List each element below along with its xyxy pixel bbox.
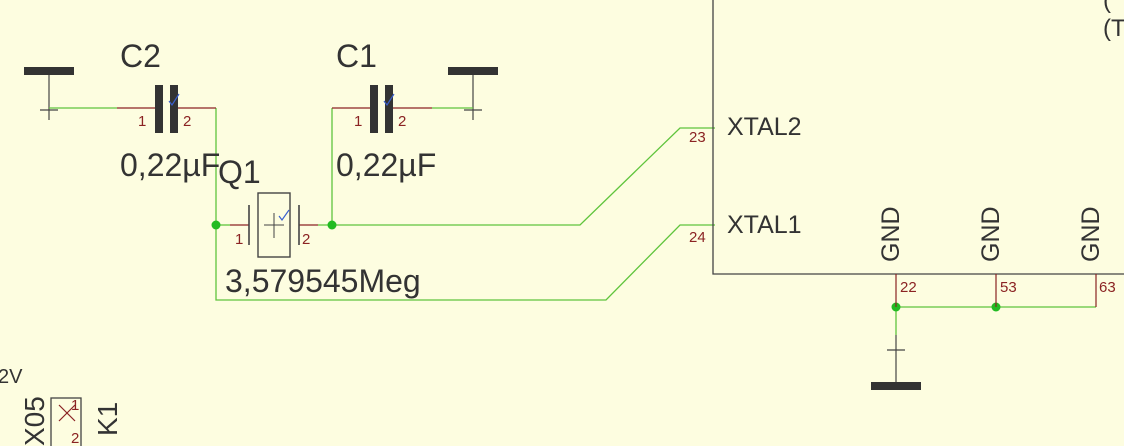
q1-value: 3,579545Meg: [225, 263, 421, 299]
k1-pin2: 2: [71, 430, 79, 446]
ic-partial-label-1: (: [1103, 0, 1111, 14]
c1-name: C1: [336, 38, 377, 74]
junction-dot: [327, 220, 337, 230]
pin-num-63: 63: [1099, 279, 1116, 296]
pin-label-gnd-63: GND: [1077, 206, 1105, 262]
connector-k1[interactable]: 2V X05 1 2 K1: [0, 366, 123, 446]
wires: [49, 107, 1096, 335]
q1-name: Q1: [218, 154, 261, 190]
junction-dot: [211, 220, 221, 230]
ic-partial-label-2: (T: [1103, 15, 1124, 42]
c2-name: C2: [120, 38, 161, 74]
pin-num-53: 53: [1000, 279, 1017, 296]
pin-num-24: 24: [689, 229, 706, 246]
pin-label-gnd-22: GND: [877, 206, 905, 262]
crystal-q1[interactable]: Q1 1 2 3,579545Meg: [218, 154, 421, 299]
c1-pin1: 1: [354, 113, 362, 130]
k1-pin1: 1: [71, 397, 79, 414]
ground-symbol-right: [448, 67, 498, 120]
pin-label-xtal2: XTAL2: [727, 113, 802, 141]
capacitor-c1[interactable]: C1 1 2 0,22µF: [332, 38, 436, 183]
capacitor-c2[interactable]: C2 1 2 0,22µF: [117, 38, 220, 183]
ground-symbol-bottom: [871, 335, 921, 390]
c2-pin2: 2: [183, 113, 191, 130]
pin-label-gnd-53: GND: [977, 206, 1005, 262]
k1-partial-label: 2V: [0, 366, 23, 388]
c1-value: 0,22µF: [336, 147, 436, 183]
q1-pin2: 2: [302, 231, 310, 248]
pin-num-22: 22: [900, 279, 917, 296]
ground-symbol-left: [24, 67, 74, 120]
c2-pin1: 1: [138, 113, 146, 130]
k1-name: K1: [92, 402, 123, 436]
pin-label-xtal1: XTAL1: [727, 211, 802, 239]
q1-pin1: 1: [235, 231, 243, 248]
ic-body[interactable]: ( (T XTAL2 XTAL1 23 24 GND GND GND 22 53…: [689, 0, 1124, 307]
pin-num-23: 23: [689, 129, 706, 146]
c2-value: 0,22µF: [120, 147, 220, 183]
k1-value: X05: [19, 396, 50, 446]
wire-q1-c1-xtal2: [318, 127, 715, 226]
wire-c2-q1-xtal1: [215, 108, 715, 301]
c1-pin2: 2: [398, 113, 406, 130]
